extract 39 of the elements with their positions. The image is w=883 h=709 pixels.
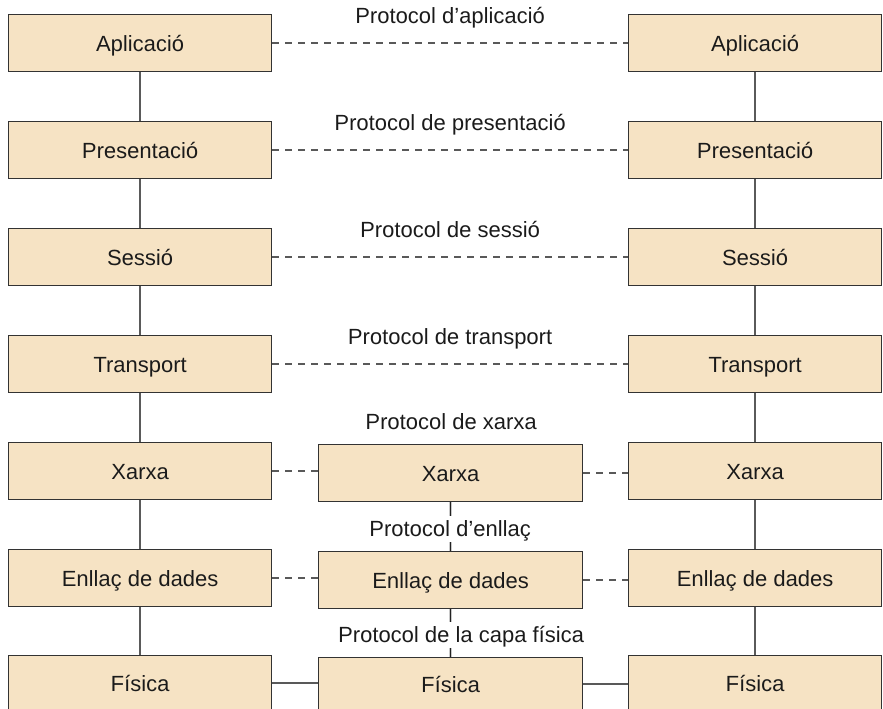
layer-box: Transport: [628, 335, 882, 393]
connector-line: [139, 500, 141, 549]
connector-line: [754, 72, 756, 121]
connector-line: [139, 393, 141, 442]
layer-box: Xarxa: [8, 442, 272, 500]
connector-line: [583, 683, 628, 685]
layer-box: Presentació: [8, 121, 272, 179]
dashed-connector: [583, 472, 628, 474]
connector-line: [754, 607, 756, 655]
connector-line: [139, 607, 141, 655]
layer-box: Enllaç de dades: [8, 549, 272, 607]
connector-line: [139, 286, 141, 335]
dashed-connector: [583, 579, 628, 581]
layer-box: Sessió: [8, 228, 272, 286]
connector-line: [754, 500, 756, 549]
dashed-connector: [272, 149, 628, 151]
layer-box: Sessió: [628, 228, 882, 286]
dashed-connector: [272, 577, 318, 579]
dashed-connector: [272, 363, 628, 365]
connector-line: [139, 179, 141, 228]
dashed-connector: [272, 470, 318, 472]
layer-box: Xarxa: [628, 442, 882, 500]
layer-box: Física: [318, 657, 583, 709]
connector-line: [139, 72, 141, 121]
layer-box: Enllaç de dades: [318, 551, 583, 609]
connector-line: [754, 393, 756, 442]
dashed-connector: [272, 256, 628, 258]
layer-box: Física: [628, 655, 882, 709]
layer-box: Enllaç de dades: [628, 549, 882, 607]
connector-line: [272, 682, 318, 684]
layer-box: Física: [8, 655, 272, 709]
layer-box: Transport: [8, 335, 272, 393]
layer-box: Xarxa: [318, 444, 583, 502]
layer-box: Aplicació: [628, 14, 882, 72]
connector-line: [754, 286, 756, 335]
layer-box: Aplicació: [8, 14, 272, 72]
dashed-connector: [272, 42, 628, 44]
connector-line: [754, 179, 756, 228]
layer-box: Presentació: [628, 121, 882, 179]
